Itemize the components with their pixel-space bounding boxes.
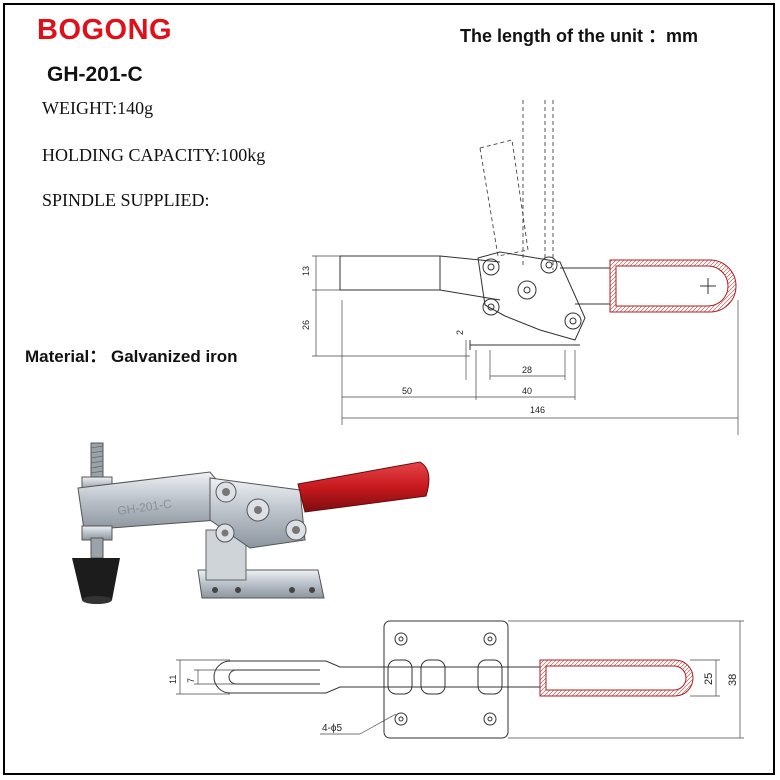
dim-25: 25 [703, 673, 715, 685]
top-view-labels: 11 7 25 38 4-ϕ5 [168, 673, 739, 734]
model-number: GH-201-C [47, 63, 143, 86]
side-view-drawing [312, 100, 739, 435]
dim-26: 26 [301, 320, 311, 330]
spec-spindle: SPINDLE SUPPLIED: [42, 190, 210, 210]
spec-holding-capacity: HOLDING CAPACITY:100kg [42, 145, 266, 165]
page-frame [3, 3, 775, 775]
dim-11: 11 [168, 675, 178, 684]
dim-146: 146 [530, 405, 545, 415]
dim-40: 40 [522, 386, 532, 396]
dim-7: 7 [186, 678, 196, 683]
brand-logo: BOGONG [37, 14, 173, 46]
dim-28: 28 [522, 365, 532, 375]
side-view-labels: 13 26 2 28 40 50 146 [301, 266, 545, 415]
spec-weight: WEIGHT:140g [42, 98, 154, 118]
dim-13: 13 [301, 266, 311, 276]
material-label: Material： Galvanized iron [25, 347, 238, 366]
dim-2: 2 [455, 330, 465, 335]
product-photo: GH-201-C [72, 442, 430, 604]
top-view-drawing [176, 620, 744, 739]
dim-50: 50 [402, 386, 412, 396]
unit-note: The length of the unit ：mm [460, 26, 698, 46]
dim-38: 38 [727, 674, 739, 686]
dim-holes: 4-ϕ5 [322, 723, 342, 734]
